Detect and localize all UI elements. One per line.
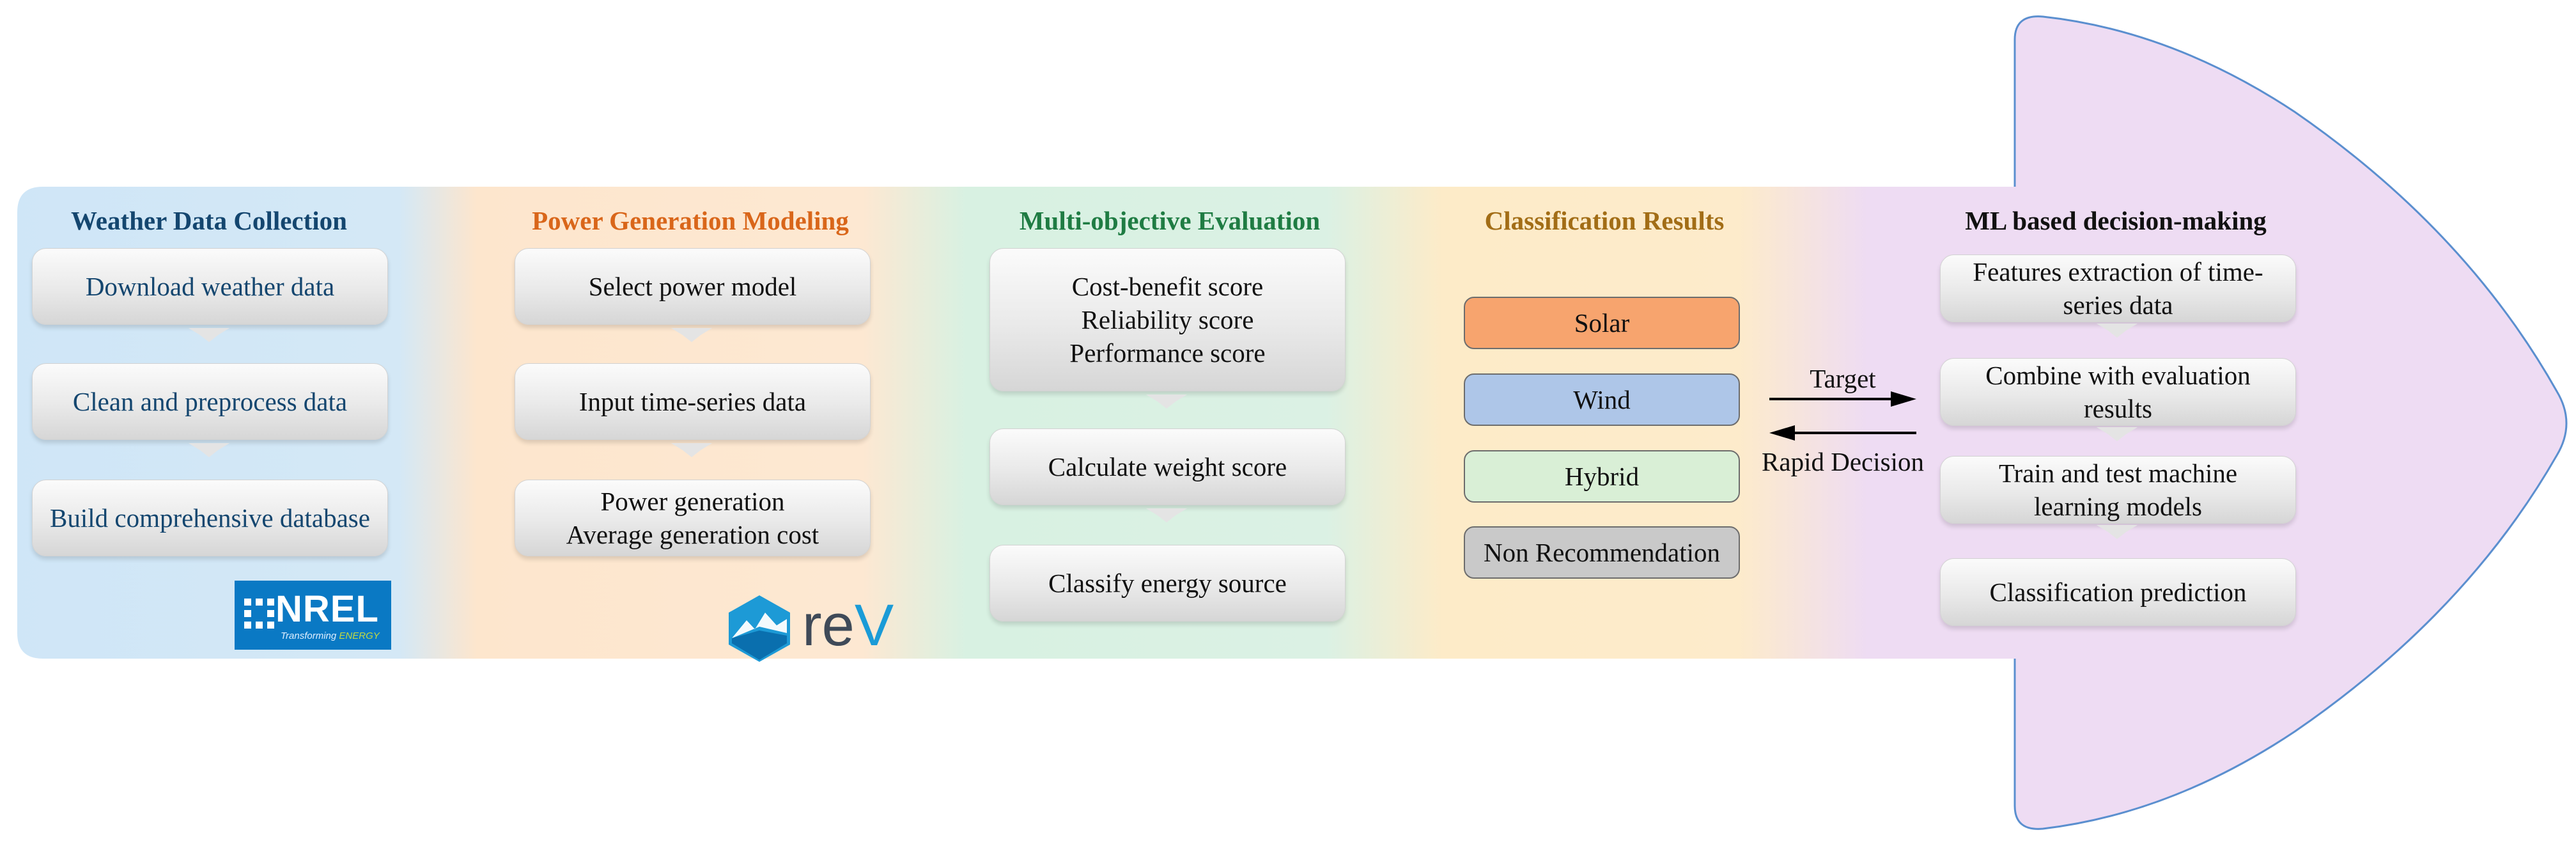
nrel-tagline-a: Transforming bbox=[281, 631, 339, 641]
step-label: Select power model bbox=[588, 272, 797, 301]
nrel-logo: NREL Transforming ENERGY bbox=[235, 581, 391, 650]
ml-section-title: ML based decision-making bbox=[1965, 206, 2267, 235]
classification-prediction-step: Classification prediction bbox=[1940, 558, 2296, 626]
select-model-step: Select power model bbox=[515, 248, 871, 325]
nrel-tagline: Transforming ENERGY bbox=[281, 631, 380, 641]
arrow-head-outline bbox=[2013, 15, 2568, 830]
download-weather-step: Download weather data bbox=[32, 248, 388, 325]
evaluation-section-title: Multi-objective Evaluation bbox=[1019, 206, 1321, 235]
step-label: Combine with evaluation results bbox=[1985, 361, 2251, 423]
step-label: Features extraction of time- series data bbox=[1973, 257, 2263, 320]
weight-score-step: Calculate weight score bbox=[989, 428, 1346, 505]
scores-step: Cost-benefit score Reliability score Per… bbox=[989, 248, 1346, 391]
arrow-body bbox=[17, 16, 2566, 829]
build-database-step: Build comprehensive database bbox=[32, 480, 388, 556]
step-label: Input time-series data bbox=[578, 387, 807, 416]
step-label: Build comprehensive database bbox=[50, 503, 370, 533]
input-timeseries-step: Input time-series data bbox=[515, 363, 871, 440]
target-label: Target bbox=[1810, 364, 1876, 393]
non-recommendation-result: Non Recommendation bbox=[1464, 526, 1740, 579]
rev-wordmark-b: V bbox=[854, 593, 894, 658]
hybrid-result: Hybrid bbox=[1464, 450, 1740, 503]
clean-data-step: Clean and preprocess data bbox=[32, 363, 388, 440]
step-label: Clean and preprocess data bbox=[72, 387, 348, 416]
weather-section-title: Weather Data Collection bbox=[71, 206, 347, 235]
step-label: Classification prediction bbox=[1989, 577, 2247, 607]
rev-hexagon-icon bbox=[729, 595, 790, 662]
solar-result: Solar bbox=[1464, 297, 1740, 349]
power-generation-step: Power generation Average generation cost bbox=[515, 480, 871, 556]
rev-logo: reV bbox=[724, 593, 894, 664]
rapid-decision-arrow bbox=[1769, 425, 1916, 441]
step-label: Classify energy source bbox=[1048, 568, 1287, 598]
power-section-title: Power Generation Modeling bbox=[532, 206, 849, 235]
nrel-tagline-b: ENERGY bbox=[339, 631, 380, 641]
feature-extraction-step: Features extraction of time- series data bbox=[1940, 255, 2296, 322]
target-arrow bbox=[1769, 391, 1916, 407]
step-label: Calculate weight score bbox=[1048, 452, 1287, 482]
nrel-wordmark: NREL bbox=[275, 588, 379, 630]
combine-results-step: Combine with evaluation results bbox=[1940, 358, 2296, 426]
wind-result: Wind bbox=[1464, 373, 1740, 426]
step-label: Cost-benefit score Reliability score Per… bbox=[1069, 272, 1266, 368]
rapid-decision-label: Rapid Decision bbox=[1762, 447, 1924, 476]
step-label: Power generation Average generation cost bbox=[566, 487, 819, 549]
train-models-step: Train and test machine learning models bbox=[1940, 456, 2296, 524]
rev-wordmark-a: re bbox=[802, 593, 855, 658]
rev-wordmark: reV bbox=[802, 593, 894, 657]
step-label: Train and test machine learning models bbox=[1998, 458, 2238, 521]
classify-source-step: Classify energy source bbox=[989, 545, 1346, 622]
nrel-grid-icon bbox=[244, 599, 274, 629]
classification-section-title: Classification Results bbox=[1484, 206, 1725, 235]
step-label: Download weather data bbox=[85, 272, 335, 301]
